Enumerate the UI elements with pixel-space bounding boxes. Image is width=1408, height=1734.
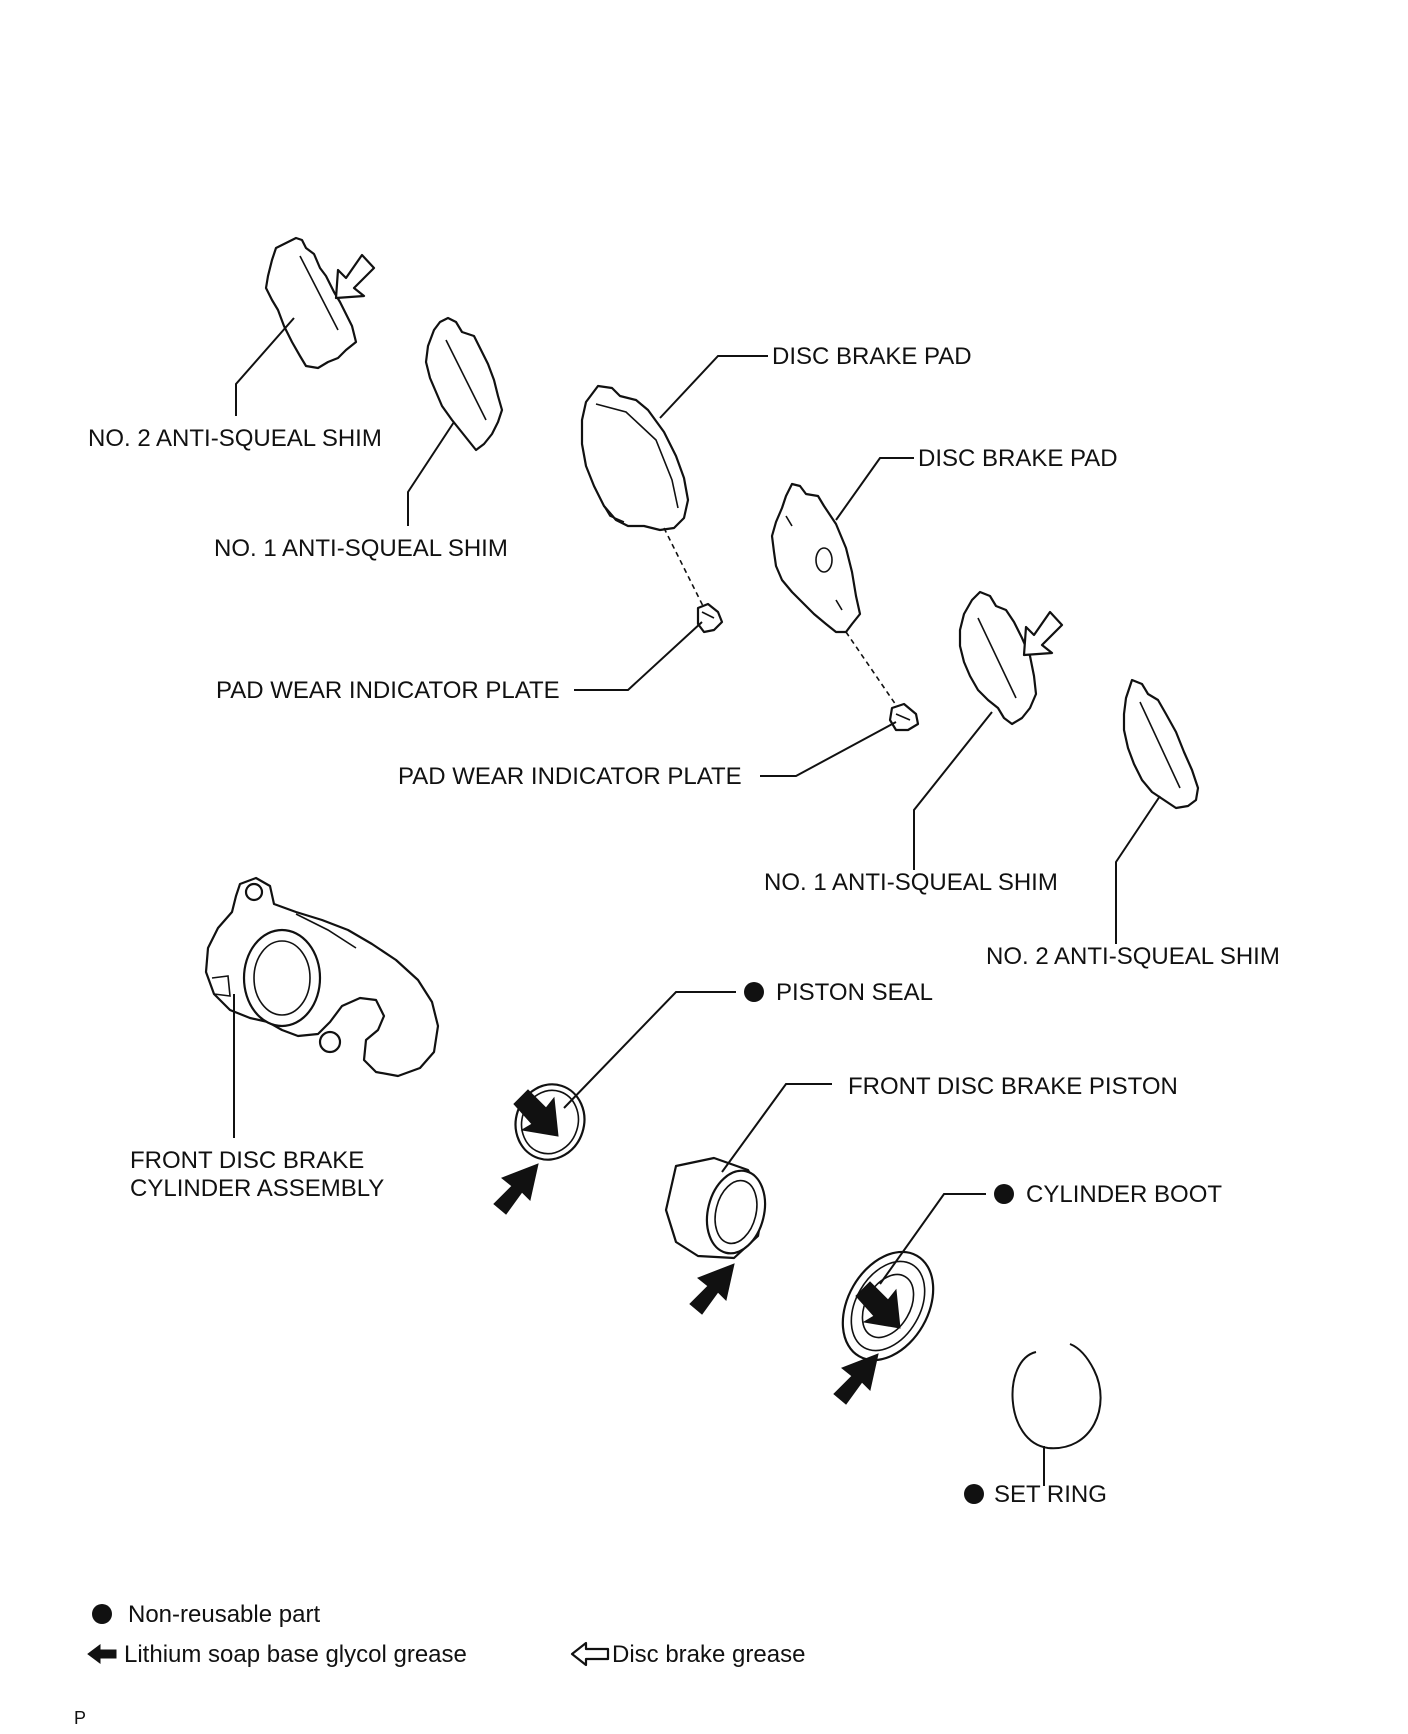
front-disc-brake-piston-part [664, 1156, 767, 1260]
lithium-grease-arrow-icon-seal [493, 1163, 539, 1215]
set-ring-part [1011, 1343, 1102, 1450]
label-no1-shim-upper: NO. 1 ANTI-SQUEAL SHIM [214, 535, 508, 562]
label-pad-wear-indicator-lower: PAD WEAR INDICATOR PLATE [398, 763, 742, 790]
label-no1-shim-lower: NO. 1 ANTI-SQUEAL SHIM [764, 869, 1058, 896]
disc-grease-arrow-icon [334, 253, 376, 300]
lithium-grease-arrow-icon-boot [833, 1353, 879, 1405]
label-no2-shim-upper: NO. 2 ANTI-SQUEAL SHIM [88, 425, 382, 452]
label-disc-brake-pad-lower: DISC BRAKE PAD [918, 445, 1118, 472]
no2-shim-lower-part [1122, 678, 1200, 810]
non-reusable-markers [744, 982, 1014, 1504]
label-disc-brake-pad-upper: DISC BRAKE PAD [772, 343, 972, 370]
label-front-disc-brake-piston: FRONT DISC BRAKE PISTON [848, 1073, 1178, 1100]
pad-wear-indicator-plate-upper-part [696, 602, 724, 634]
non-reusable-icon-cylinder-boot [994, 1184, 1014, 1204]
disc-brake-pad-upper-part [580, 384, 707, 613]
non-reusable-icon-set-ring [964, 1484, 984, 1504]
disc-grease-arrow-icon-lower [1022, 610, 1064, 657]
legend-disc-grease: Disc brake grease [612, 1641, 805, 1668]
legend-lithium: Lithium soap base glycol grease [124, 1641, 467, 1668]
no2-shim-upper-part [264, 236, 358, 370]
label-piston-seal: PISTON SEAL [776, 979, 933, 1006]
leader-lines [233, 317, 1161, 1486]
disc-brake-pad-lower-part [770, 482, 899, 709]
label-no2-shim-lower: NO. 2 ANTI-SQUEAL SHIM [986, 943, 1280, 970]
label-cylinder-assembly-line2: CYLINDER ASSEMBLY [130, 1175, 384, 1202]
lithium-grease-arrow-icon-piston [689, 1263, 735, 1315]
front-disc-brake-cylinder-assembly-part [204, 876, 440, 1078]
lithium-grease-arrow-icon-boot-inner [855, 1281, 901, 1329]
filled-circle-icon [92, 1604, 112, 1624]
footer-mark: P [74, 1708, 86, 1728]
no1-shim-lower-part [958, 590, 1038, 726]
outline-arrow-icon [570, 1641, 610, 1667]
solid-arrow-icon [87, 1644, 117, 1664]
label-set-ring: SET RING [994, 1481, 1107, 1508]
legend: Non-reusable part Lithium soap base glyc… [87, 1601, 805, 1668]
legend-non-reusable: Non-reusable part [128, 1601, 320, 1628]
lithium-grease-arrow-icon-seal-inner [513, 1089, 559, 1137]
label-pad-wear-indicator-upper: PAD WEAR INDICATOR PLATE [216, 677, 560, 704]
non-reusable-icon-piston-seal [744, 982, 764, 1002]
no1-shim-upper-part [424, 316, 504, 452]
pad-wear-indicator-plate-lower-part [888, 702, 920, 732]
label-cylinder-boot: CYLINDER BOOT [1026, 1181, 1222, 1208]
label-cylinder-assembly-line1: FRONT DISC BRAKE [130, 1147, 364, 1174]
